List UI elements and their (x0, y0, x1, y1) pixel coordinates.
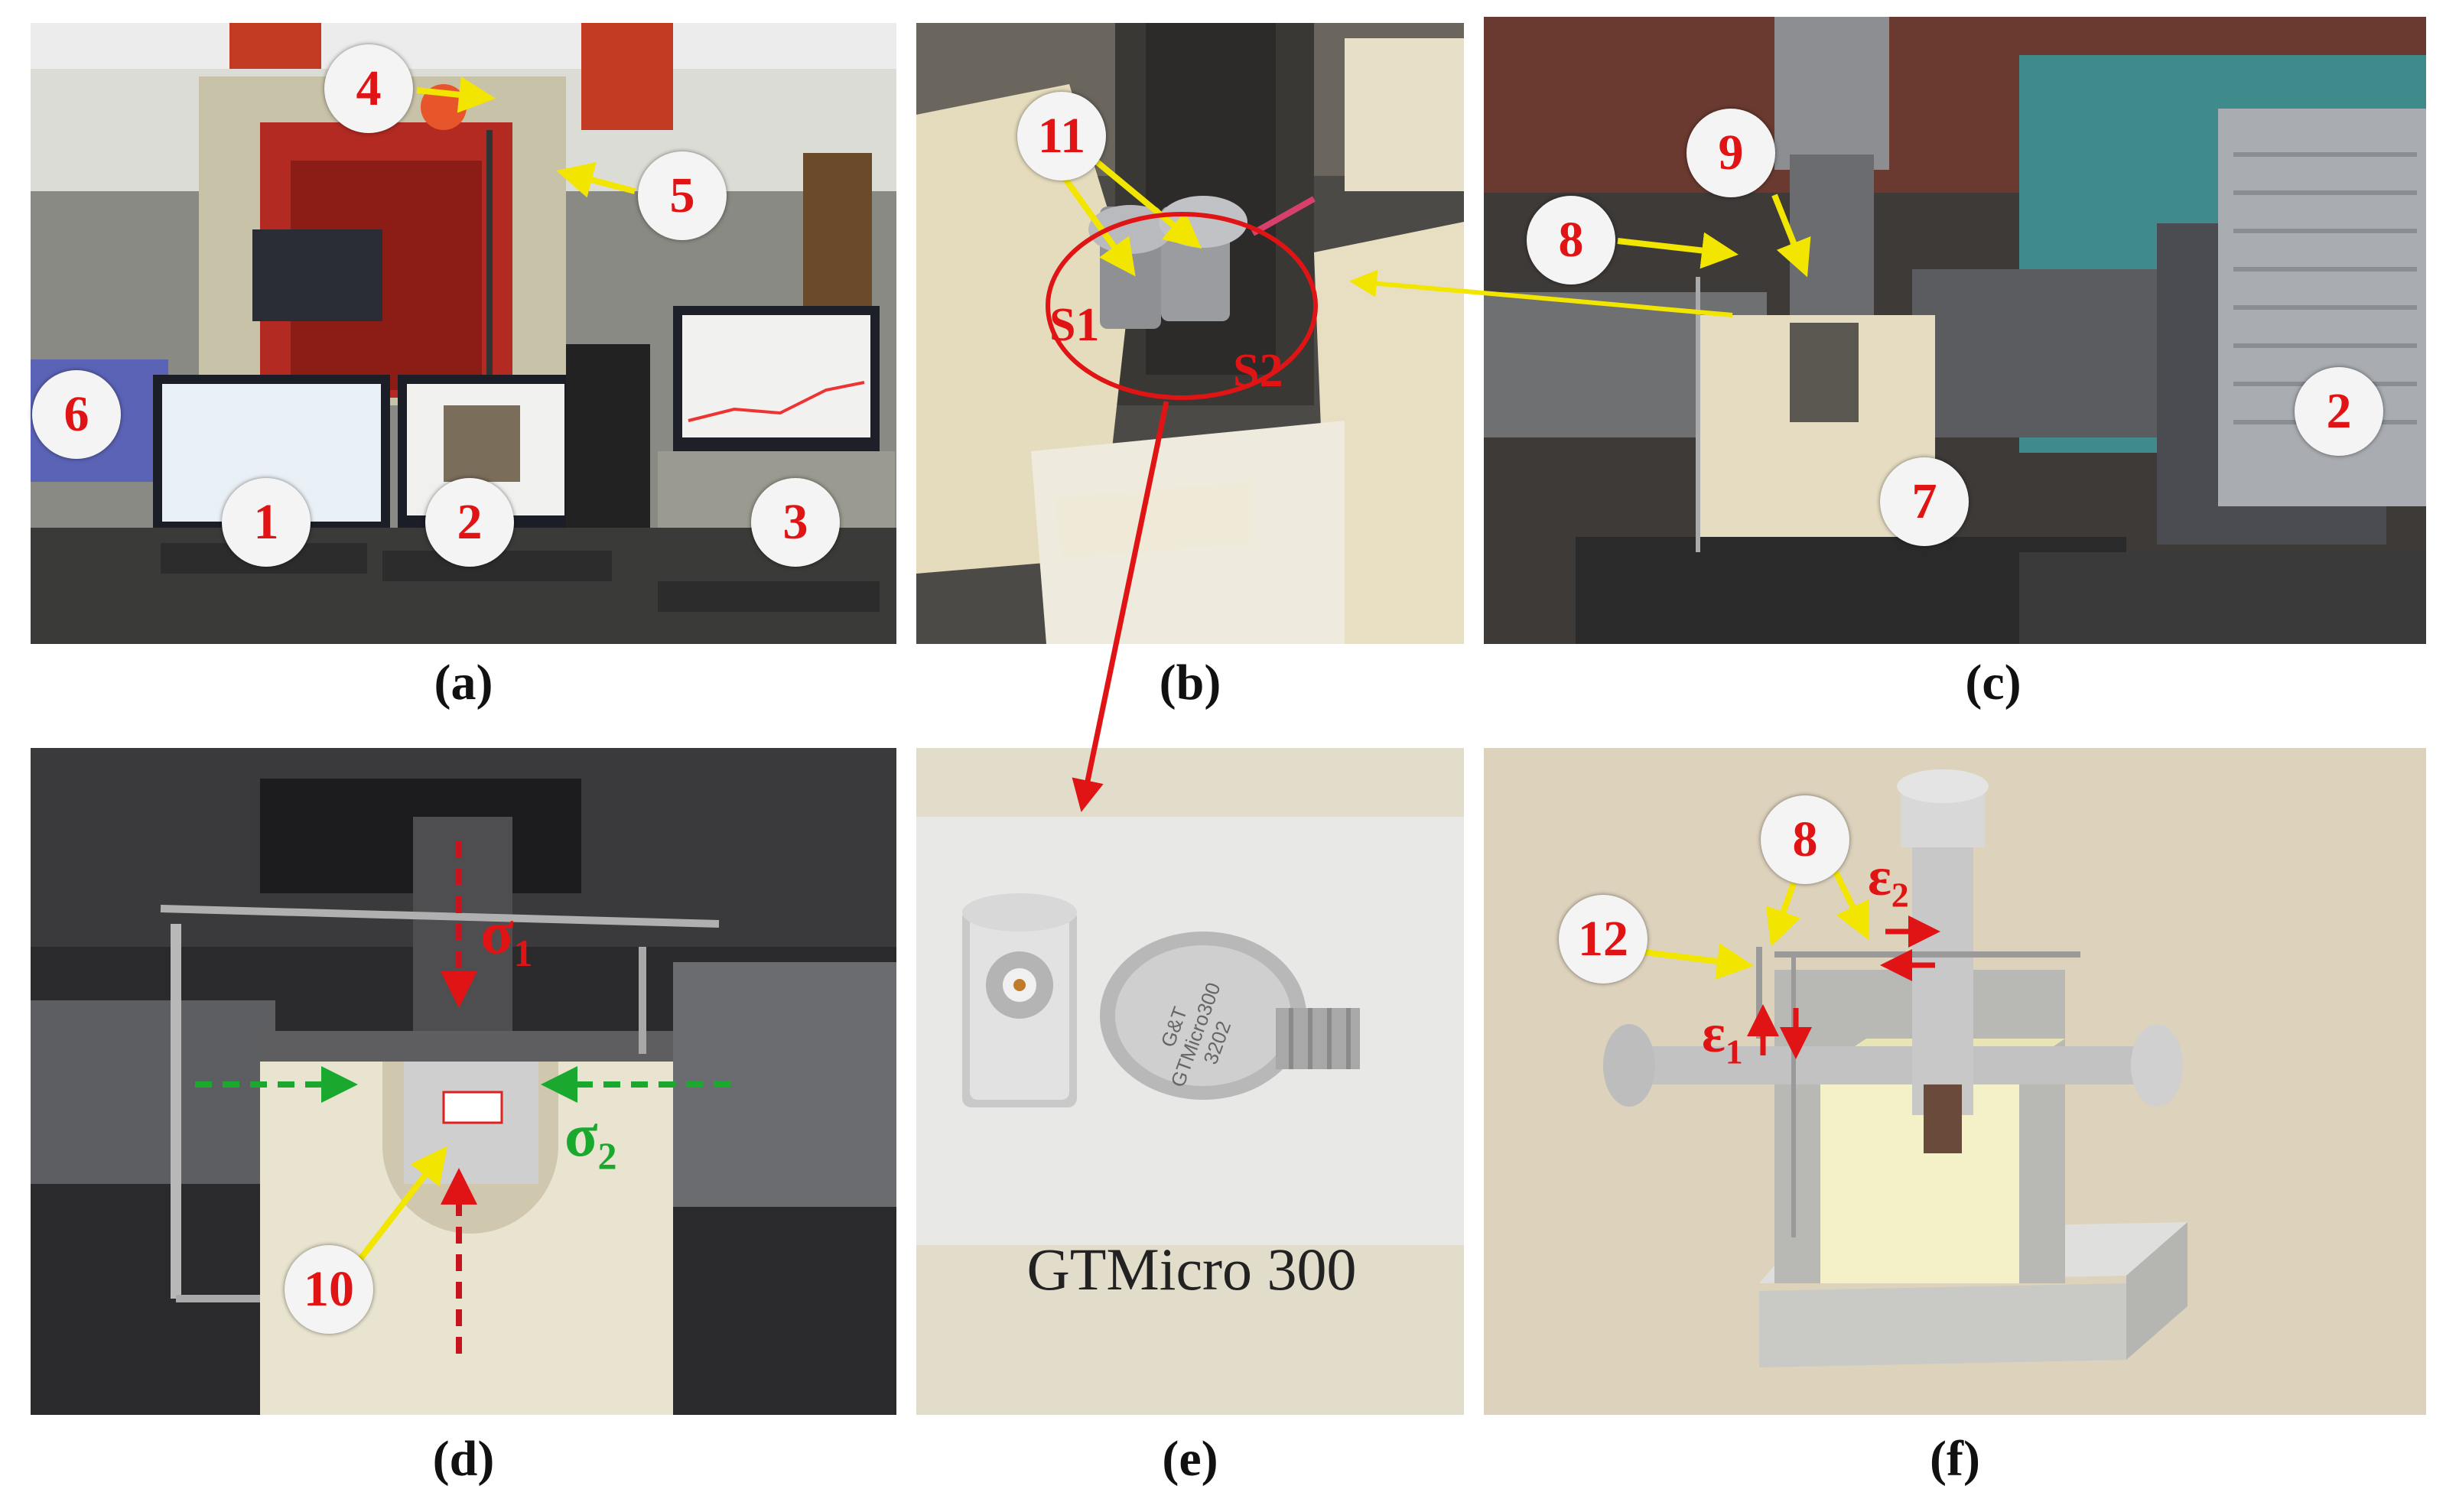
eps2-sub: 2 (1891, 875, 1909, 915)
sigma1-sub: 1 (513, 932, 533, 974)
label-sigma2: σ2 (564, 1101, 617, 1178)
panel-a-illustration (31, 23, 896, 644)
sensor-name-label: GTMicro 300 (1026, 1236, 1357, 1302)
callout-a-5: 5 (638, 151, 727, 240)
callout-d-10: 10 (285, 1245, 373, 1334)
panel-c-illustration (1484, 17, 2426, 644)
callout-a-6: 6 (32, 370, 121, 459)
callout-a-4: 4 (324, 44, 413, 133)
callout-a-1: 1 (222, 478, 311, 567)
callout-a-2: 2 (425, 478, 514, 567)
panel-d-illustration (31, 748, 896, 1415)
label-eps1: ε1 (1702, 1002, 1743, 1071)
label-s1: S1 (1049, 299, 1100, 351)
eps1-sub: 1 (1725, 1032, 1743, 1071)
sigma1-symbol: σ (480, 899, 514, 967)
caption-e: (e) (1162, 1431, 1218, 1487)
callout-f-12: 12 (1559, 895, 1647, 984)
eps2-symbol: ε (1868, 846, 1891, 907)
panel-c-loading-frame-photo (1484, 17, 2426, 644)
eps1-symbol: ε (1702, 1003, 1726, 1064)
callout-c-8: 8 (1527, 196, 1615, 285)
callout-b-11: 11 (1017, 92, 1106, 180)
callout-c-2: 2 (2295, 367, 2383, 456)
callout-c-7: 7 (1880, 457, 1969, 546)
panel-f-illustration (1484, 748, 2426, 1415)
panel-e-illustration (916, 748, 1464, 1415)
callout-a-3: 3 (751, 478, 840, 567)
callout-f-8: 8 (1761, 795, 1849, 884)
panel-b-illustration (916, 23, 1464, 644)
caption-b: (b) (1159, 655, 1221, 710)
caption-f: (f) (1930, 1431, 1980, 1487)
label-s2: S2 (1233, 345, 1283, 397)
panel-d-specimen-closeup-photo (31, 748, 896, 1415)
callout-c-9: 9 (1687, 109, 1775, 197)
panel-f-3d-schematic (1484, 748, 2426, 1415)
sigma2-sub: 2 (597, 1134, 617, 1177)
panel-e-sensor-product-photo: G&T GTMicro300 3202 (916, 748, 1464, 1415)
caption-c: (c) (1965, 655, 2022, 710)
caption-a: (a) (434, 655, 493, 710)
caption-d: (d) (432, 1431, 495, 1487)
label-sigma1: σ1 (480, 899, 533, 975)
panel-b-sensor-mount-photo (916, 23, 1464, 644)
panel-a-lab-photo (31, 23, 896, 644)
label-eps2: ε2 (1868, 845, 1909, 915)
sigma2-symbol: σ (564, 1102, 598, 1169)
